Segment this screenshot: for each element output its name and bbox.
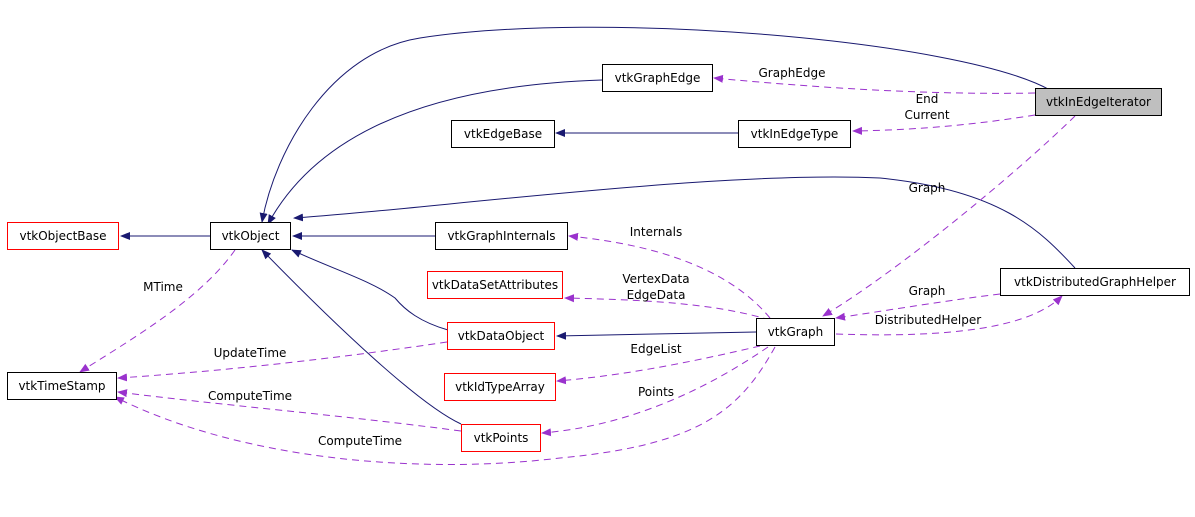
usage-edges bbox=[79, 74, 1076, 465]
edge-dataobject-to-object bbox=[291, 249, 449, 331]
label-vertexdata: VertexData bbox=[622, 272, 690, 286]
edge-dataobject-uses-timestamp bbox=[117, 341, 448, 382]
label-edgedata: EdgeData bbox=[626, 288, 686, 302]
node-vtkInEdgeType[interactable]: vtkInEdgeType bbox=[738, 120, 851, 148]
node-vtkDistributedGraphHelper[interactable]: vtkDistributedGraphHelper bbox=[1000, 268, 1190, 296]
node-vtkObject[interactable]: vtkObject bbox=[210, 222, 291, 250]
inheritance-edges bbox=[120, 26, 1076, 425]
node-vtkDataObject[interactable]: vtkDataObject bbox=[447, 322, 555, 350]
label-computetime-points: ComputeTime bbox=[207, 389, 293, 403]
edge-graph-uses-idtypearray bbox=[556, 345, 761, 385]
edge-helper-uses-graph bbox=[835, 293, 1001, 321]
label-end: End bbox=[915, 92, 939, 106]
node-vtkIdTypeArray[interactable]: vtkIdTypeArray bbox=[444, 373, 556, 401]
node-vtkDataSetAttributes[interactable]: vtkDataSetAttributes bbox=[427, 271, 563, 299]
edge-object-uses-timestamp bbox=[79, 249, 236, 373]
label-mtime: MTime bbox=[143, 280, 183, 294]
edge-graph-uses-internals bbox=[568, 232, 771, 319]
label-graphedge: GraphEdge bbox=[758, 66, 826, 80]
edge-helper-to-object bbox=[293, 176, 1076, 269]
node-vtkGraphEdge[interactable]: vtkGraphEdge bbox=[602, 64, 713, 92]
label-distributedhelper: DistributedHelper bbox=[874, 313, 982, 327]
edge-graph-uses-datasetattributes bbox=[564, 294, 771, 321]
edge-points-to-object bbox=[261, 249, 462, 425]
label-edgelist: EdgeList bbox=[630, 342, 682, 356]
node-vtkGraphInternals[interactable]: vtkGraphInternals bbox=[435, 222, 568, 250]
label-internals: Internals bbox=[629, 225, 683, 239]
node-vtkObjectBase[interactable]: vtkObjectBase bbox=[7, 222, 119, 250]
edge-graph-uses-helper bbox=[835, 295, 1063, 336]
label-points: Points bbox=[637, 385, 675, 399]
edge-graphedge-to-object bbox=[267, 79, 603, 225]
label-current: Current bbox=[904, 108, 950, 122]
node-vtkTimeStamp[interactable]: vtkTimeStamp bbox=[7, 372, 117, 400]
label-updatetime: UpdateTime bbox=[213, 346, 287, 360]
edge-points-uses-timestamp bbox=[117, 389, 462, 432]
edge-iterator-uses-inedgetype bbox=[852, 114, 1036, 135]
label-computetime-graph: ComputeTime bbox=[317, 434, 403, 448]
edge-graph-to-dataobject bbox=[556, 331, 757, 340]
edge-iterator-uses-graphedge bbox=[713, 74, 1036, 94]
node-vtkPoints[interactable]: vtkPoints bbox=[461, 424, 541, 452]
edge-graph-uses-points bbox=[541, 346, 769, 437]
label-graph-helper: Graph bbox=[908, 284, 946, 298]
node-vtkGraph[interactable]: vtkGraph bbox=[756, 318, 835, 346]
node-vtkInEdgeIterator[interactable]: vtkInEdgeIterator bbox=[1035, 88, 1162, 116]
edge-graph-uses-timestamp bbox=[114, 346, 776, 465]
node-vtkEdgeBase[interactable]: vtkEdgeBase bbox=[451, 120, 555, 148]
edge-iterator-uses-graph bbox=[822, 115, 1076, 317]
edge-iterator-to-object bbox=[259, 26, 1051, 223]
label-graph-iterator: Graph bbox=[908, 181, 946, 195]
